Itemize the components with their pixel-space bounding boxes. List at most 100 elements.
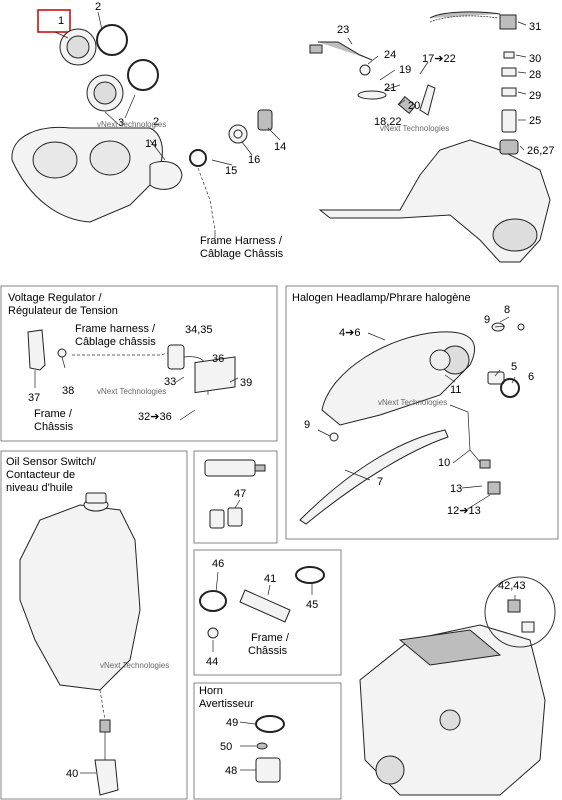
label: 38 [62, 385, 74, 397]
headlamp-panel [285, 285, 559, 540]
voltage-regulator[interactable] [194, 356, 236, 394]
section-title: Voltage Regulator / [8, 292, 103, 304]
label: 29 [529, 90, 541, 102]
label: 33 [164, 376, 176, 388]
frame-note: Châssis [248, 645, 288, 657]
label: 16 [248, 154, 260, 166]
clamps-panel [193, 549, 342, 676]
label: 30 [529, 53, 541, 65]
label: 20 [408, 100, 420, 112]
clamp[interactable] [199, 590, 227, 612]
label: 34,35 [185, 324, 213, 336]
label: 23 [337, 24, 349, 36]
upper-console[interactable] [318, 139, 551, 263]
label: 21 [384, 82, 396, 94]
tether-cord[interactable] [429, 11, 501, 19]
label: 41 [264, 573, 276, 585]
instrument-housing[interactable] [11, 126, 163, 223]
grease-tube[interactable] [204, 459, 256, 477]
oil-cap[interactable] [85, 492, 107, 504]
horn-panel [193, 682, 342, 800]
watermark: vNext Technologies [97, 120, 166, 129]
frame-bracket[interactable] [239, 589, 291, 623]
voltage-regulator-group: Voltage Regulator / Régulateur de Tensio… [8, 292, 252, 433]
gauge-ring-2[interactable] [127, 59, 159, 91]
label: 9 [484, 314, 490, 326]
label: 1 [58, 15, 64, 27]
harness-note: Frame harness / [75, 323, 156, 335]
headlamp-trim[interactable] [299, 429, 449, 525]
label: 7 [377, 476, 383, 488]
label: 3 [118, 117, 124, 129]
label: 11 [450, 384, 461, 396]
connectors-group: 47 [204, 459, 266, 529]
label: 44 [206, 656, 218, 668]
frame-note: Frame / [251, 632, 290, 644]
section-title: Avertisseur [199, 698, 254, 710]
harness-note: Câblage châssis [75, 336, 156, 348]
label: 47 [234, 488, 246, 500]
regulator-bracket[interactable] [27, 329, 46, 371]
watermark: vNext Technologies [380, 124, 449, 133]
headlamp-group: Halogen Headlamp/Phrare halogène 8 9 4➔6… [292, 292, 534, 525]
voltage-regulator-panel [0, 285, 278, 442]
watermark: vNext Technologies [378, 398, 447, 407]
label: 32➔36 [138, 411, 172, 423]
label: 39 [240, 377, 252, 389]
frame-harness-note: Frame Harness / [200, 235, 283, 247]
label: 8 [504, 304, 510, 316]
section-title: Régulateur de Tension [8, 305, 118, 317]
section-title: Halogen Headlamp/Phrare halogène [292, 292, 471, 304]
oil-sensor-panel [0, 450, 188, 800]
frame-note: Châssis [34, 421, 74, 433]
label: 4➔6 [339, 327, 360, 339]
clamps-group: 46 41 45 44 Frame / Châssis [199, 558, 325, 668]
detail-callout [484, 576, 556, 648]
watermark: vNext Technologies [97, 387, 166, 396]
headlamp-bulb[interactable] [487, 371, 505, 385]
label: 9 [304, 419, 310, 431]
horn-gasket[interactable] [255, 715, 285, 733]
section-title: niveau d'huile [6, 482, 73, 494]
gauge-ring[interactable] [96, 24, 128, 56]
ignition-cable[interactable] [318, 41, 373, 61]
label: 26,27 [527, 145, 555, 157]
label: 5 [511, 361, 517, 373]
connector-boot[interactable] [149, 160, 183, 190]
oil-level-sensor[interactable] [94, 759, 119, 796]
label: 14 [145, 138, 157, 150]
label: 6 [528, 371, 534, 383]
label: 25 [529, 115, 541, 127]
label: 2 [95, 1, 101, 13]
oil-reservoir[interactable] [19, 504, 141, 691]
label: 17➔22 [422, 53, 456, 65]
label: 24 [384, 49, 396, 61]
frame-note: Frame / [34, 408, 73, 420]
headlamp-housing[interactable] [321, 331, 475, 426]
label: 28 [529, 69, 541, 81]
connector-plug[interactable] [209, 509, 225, 529]
section-title: Horn [199, 685, 223, 697]
label: 40 [66, 768, 78, 780]
label: 12➔13 [447, 505, 481, 517]
label: 42,43 [498, 580, 526, 592]
label: 36 [212, 353, 224, 365]
label: 13 [450, 483, 462, 495]
label: 31 [529, 21, 541, 33]
horn-group: Horn Avertisseur 49 50 48 [199, 685, 285, 783]
regulator-connector[interactable] [167, 344, 185, 370]
label: 18,22 [374, 116, 402, 128]
horn[interactable] [255, 757, 281, 783]
label: 50 [220, 741, 232, 753]
connectors-panel [193, 450, 278, 544]
instrument-cluster-group: 1 2 2 3 14 14 15 16 Frame Harness / Câbl… [11, 1, 286, 260]
label: 2 [153, 116, 159, 128]
label: 45 [306, 599, 318, 611]
tie-clamp[interactable] [295, 566, 325, 584]
section-title: Oil Sensor Switch/ [6, 456, 97, 468]
label: 10 [438, 457, 450, 469]
label: 14 [274, 141, 286, 153]
ignition-group: 23 24 19 17➔22 21 20 18,22 31 30 28 29 2… [309, 11, 555, 263]
label: 19 [399, 64, 411, 76]
